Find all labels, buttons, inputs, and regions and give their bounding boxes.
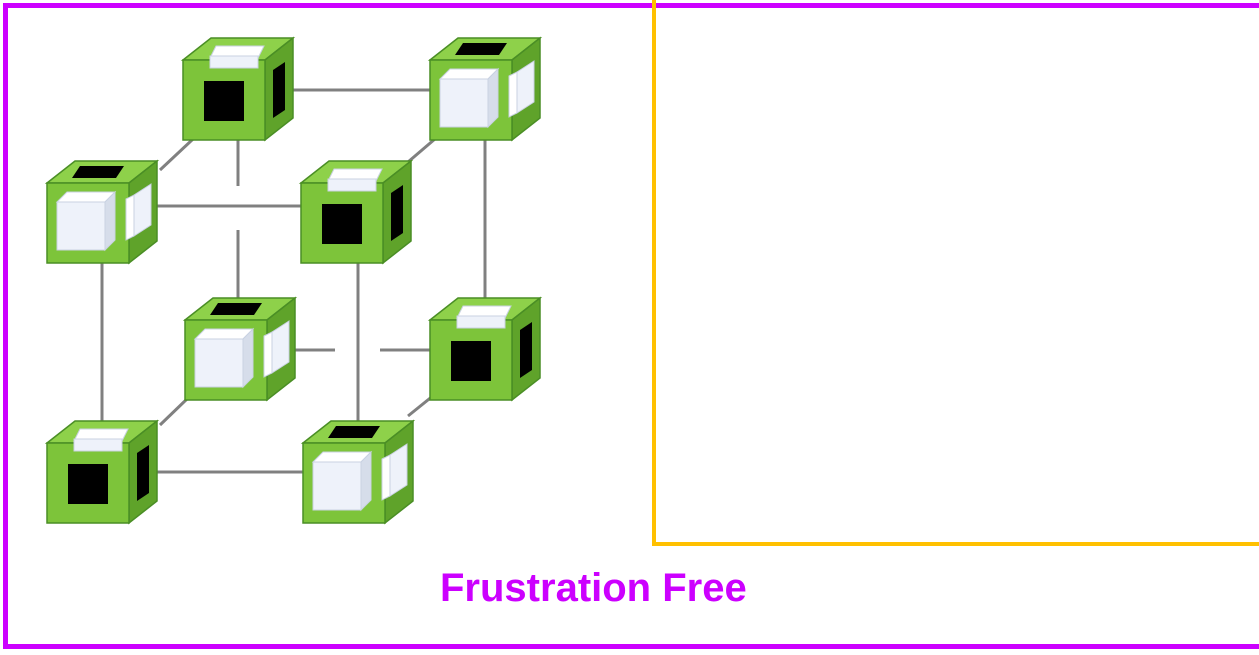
front-hole bbox=[451, 341, 491, 381]
front-hole bbox=[204, 81, 244, 121]
cube-top-front-right bbox=[298, 159, 414, 265]
side-peg-face bbox=[125, 194, 135, 241]
top-hole bbox=[455, 43, 507, 55]
front-peg bbox=[312, 461, 362, 511]
top-hole bbox=[210, 303, 262, 315]
top-peg bbox=[209, 55, 259, 69]
front-peg bbox=[56, 201, 106, 251]
top-hole bbox=[328, 426, 380, 438]
front-hole bbox=[322, 204, 362, 244]
side-hole bbox=[273, 62, 285, 118]
top-peg bbox=[456, 315, 506, 329]
cube-bottom-front-left bbox=[44, 419, 160, 525]
side-hole bbox=[520, 322, 532, 378]
cube-bottom-back-right bbox=[427, 296, 543, 402]
connector-lines bbox=[100, 88, 487, 474]
outer-frame bbox=[3, 3, 1259, 649]
front-peg-side bbox=[487, 67, 499, 129]
front-peg bbox=[194, 338, 244, 388]
top-hole bbox=[72, 166, 124, 178]
cube-bottom-back-left bbox=[182, 296, 298, 402]
cube-bottom-front-right bbox=[300, 419, 416, 525]
front-peg-side bbox=[104, 190, 116, 252]
side-hole bbox=[391, 185, 403, 241]
top-peg bbox=[73, 438, 123, 452]
cube-top-front-left bbox=[44, 159, 160, 265]
side-peg-face bbox=[263, 331, 273, 378]
empty-panel bbox=[652, 0, 1259, 546]
front-peg bbox=[439, 78, 489, 128]
front-peg-side bbox=[242, 327, 254, 389]
side-hole bbox=[137, 445, 149, 501]
front-hole bbox=[68, 464, 108, 504]
side-peg-face bbox=[381, 454, 391, 501]
cube-lattice-diagram bbox=[44, 36, 543, 525]
front-peg-side bbox=[360, 450, 372, 512]
cubes-group bbox=[44, 36, 543, 525]
caption-title: Frustration Free bbox=[440, 566, 747, 610]
cube-top-back-right bbox=[427, 36, 543, 142]
side-peg-face bbox=[508, 71, 518, 118]
top-peg bbox=[327, 178, 377, 192]
cube-top-back-left bbox=[180, 36, 296, 142]
